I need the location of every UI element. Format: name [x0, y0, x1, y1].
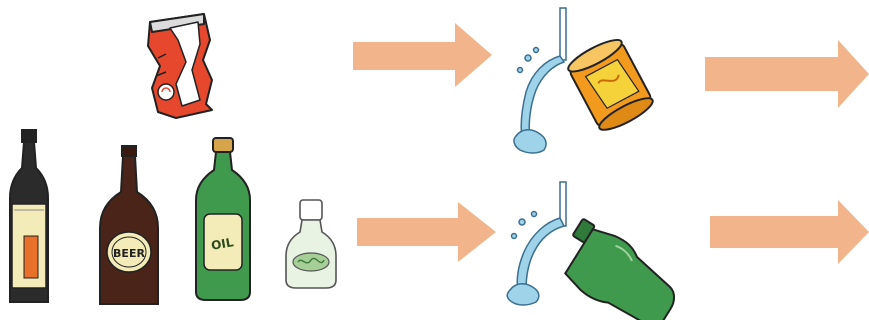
arrow-bottom-2	[710, 200, 869, 264]
arrow-top-1	[353, 23, 492, 87]
sake-bottle-icon	[10, 130, 48, 302]
small-jar-icon	[286, 200, 336, 288]
arrow-top-2	[705, 40, 869, 108]
crushed-can-icon	[148, 14, 212, 118]
rinse-bottle-icon	[507, 182, 688, 320]
beer-label: BEER	[113, 247, 145, 260]
beer-bottle-icon: BEER	[100, 146, 158, 304]
arrow-bottom-1	[357, 202, 496, 262]
faucet-icon	[560, 8, 566, 60]
oil-bottle-icon: OIL	[196, 138, 250, 300]
rinse-can-icon	[514, 8, 656, 153]
